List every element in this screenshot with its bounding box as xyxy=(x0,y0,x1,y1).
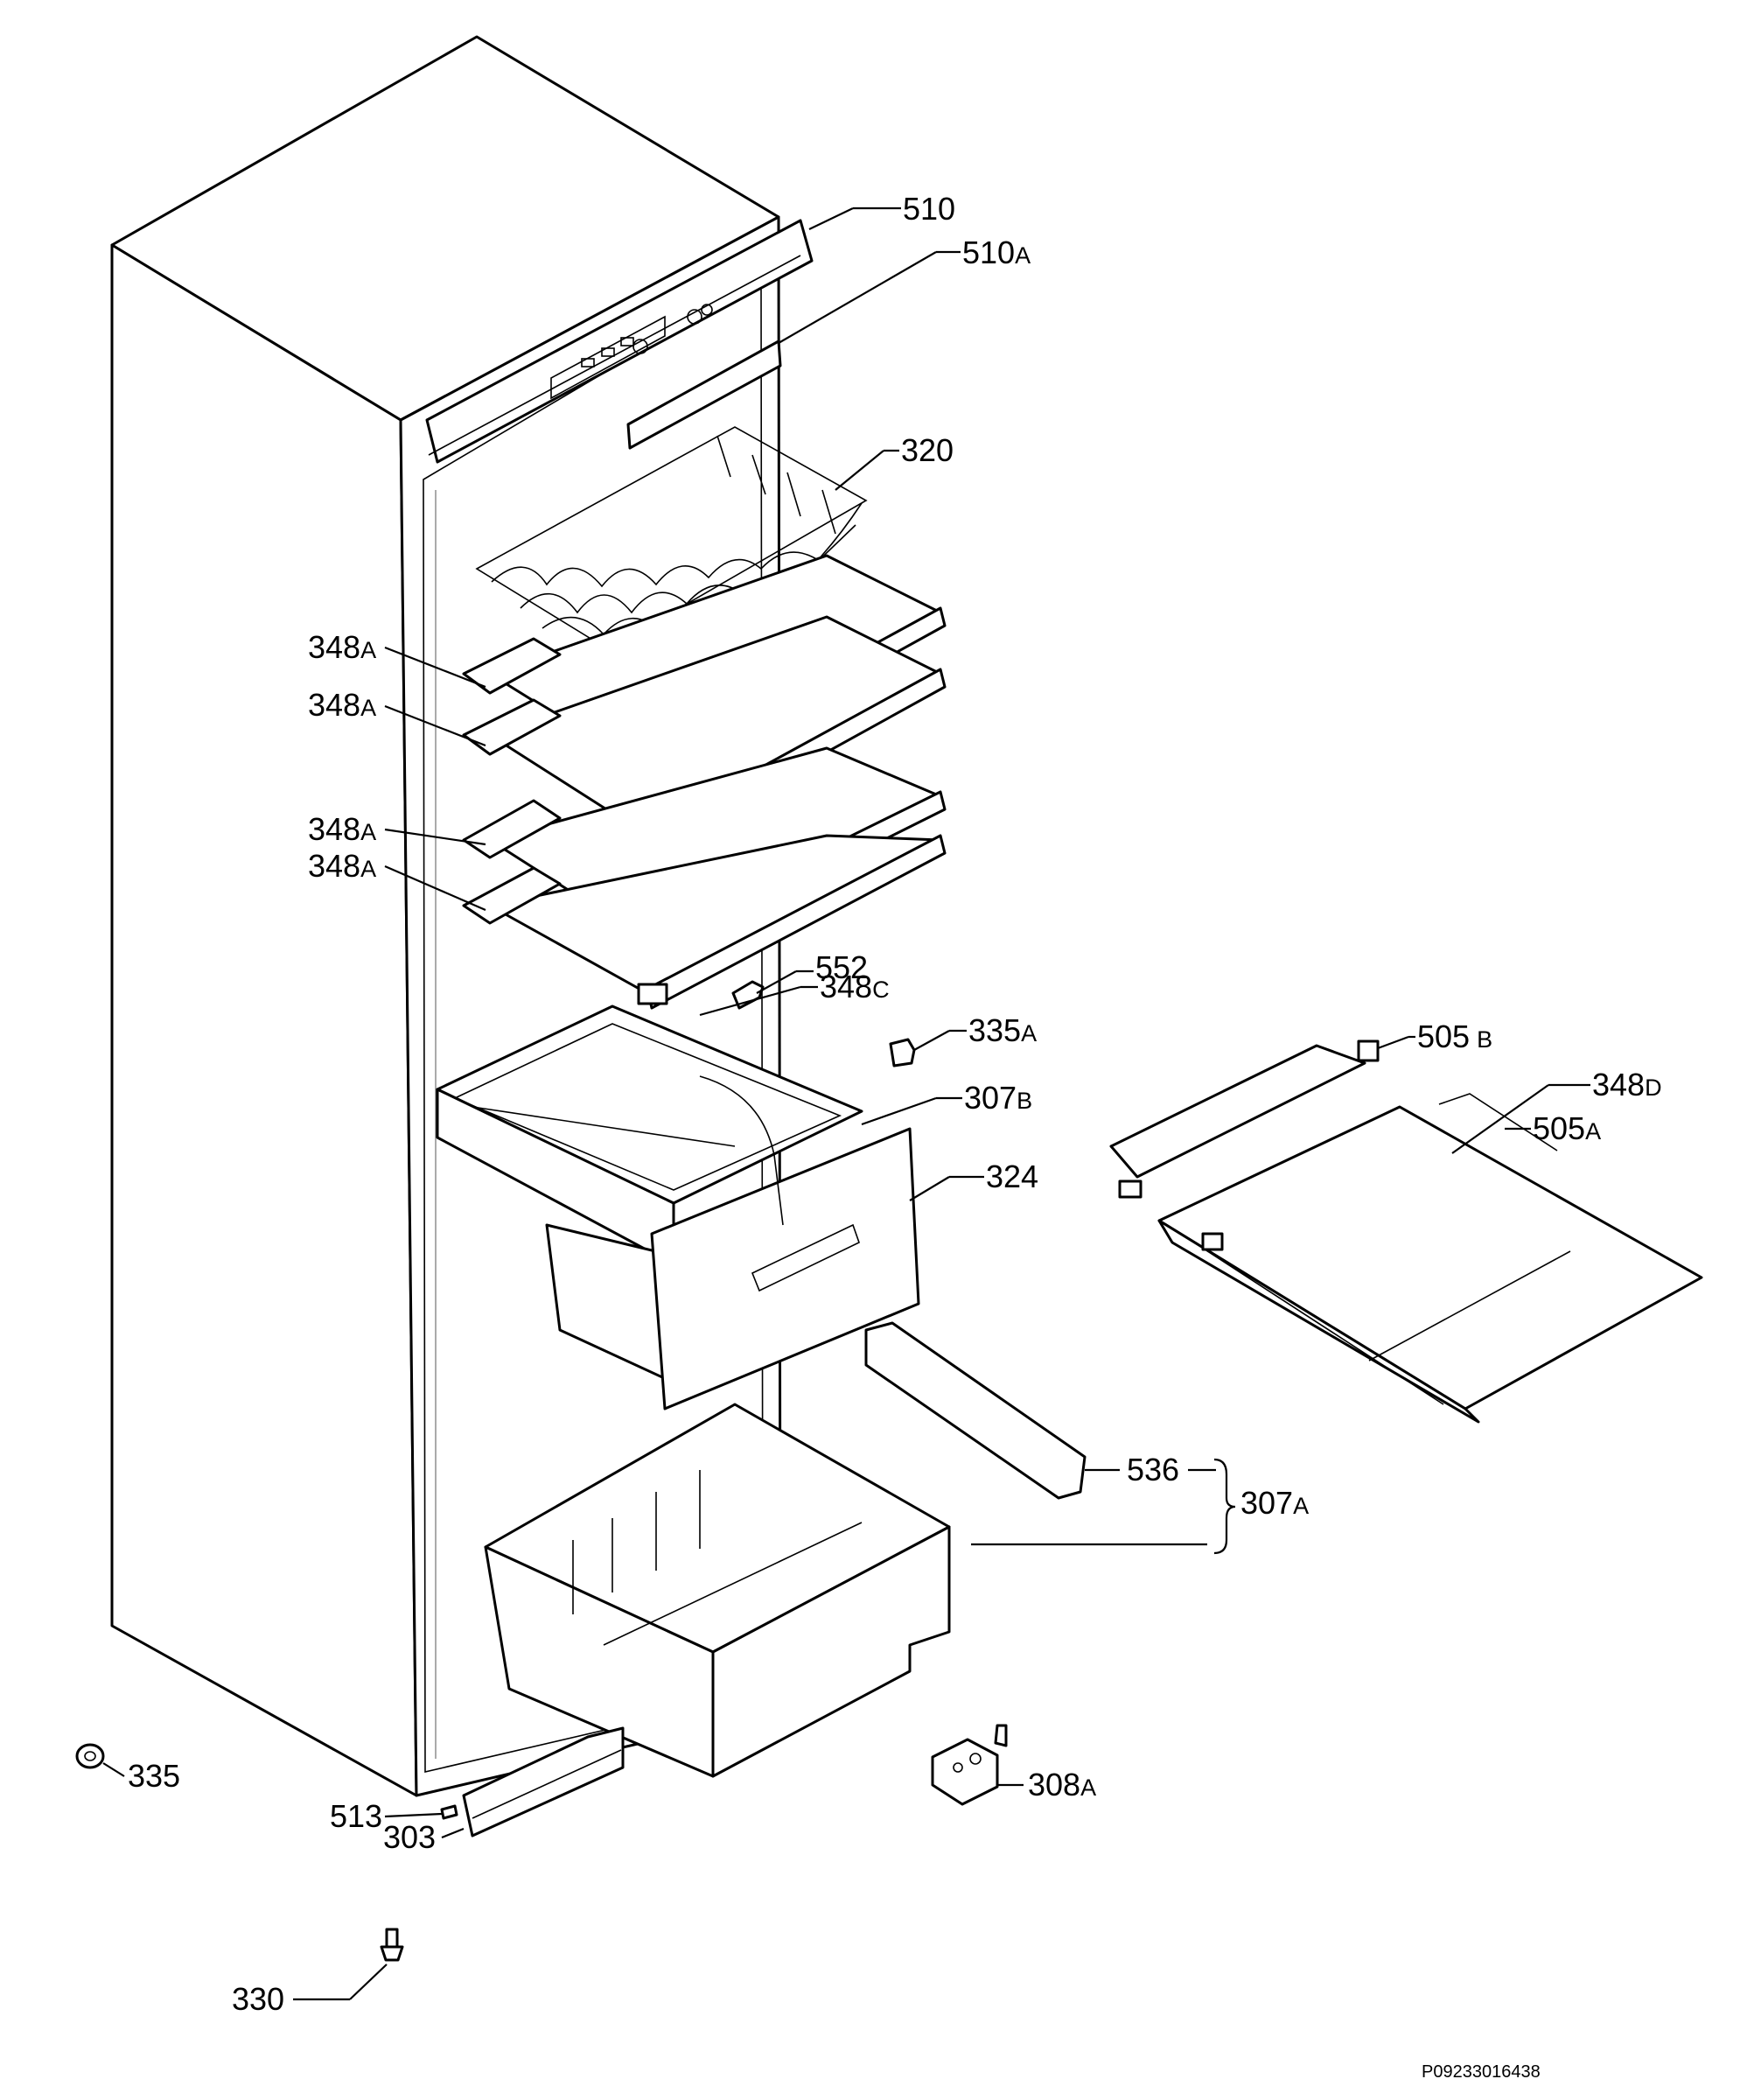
callout-348a-shelf-1: 348A xyxy=(308,629,376,665)
drawer-with-front xyxy=(436,1004,920,1410)
callout-320: 320 xyxy=(901,432,954,468)
callout-505a: 505A xyxy=(1533,1110,1601,1146)
callout-307b: 307B xyxy=(964,1080,1032,1116)
glass-shelf-4 xyxy=(462,834,947,1010)
part-552 xyxy=(731,980,765,1010)
adjustable-foot-335 xyxy=(75,1743,105,1769)
callout-510: 510 xyxy=(903,191,955,227)
callout-330: 330 xyxy=(232,1981,284,2017)
leader-lines xyxy=(102,206,1590,2001)
control-panel xyxy=(425,219,814,464)
callout-335: 335 xyxy=(128,1758,180,1794)
kick-plate xyxy=(440,1726,625,1838)
callout-348a-shelf-2: 348A xyxy=(308,687,376,723)
callout-348a-shelf-3: 348A xyxy=(308,811,376,847)
callout-513: 513 xyxy=(330,1798,382,1834)
callout-335a: 335A xyxy=(968,1012,1037,1048)
callout-307a: 307A xyxy=(1240,1485,1309,1521)
callout-536: 536 xyxy=(1127,1452,1179,1488)
callout-303: 303 xyxy=(383,1819,436,1855)
callout-552: 552 xyxy=(815,949,868,985)
crisper-bin xyxy=(484,1403,951,1778)
part-335a xyxy=(889,1038,916,1068)
shelf-348d-assembly xyxy=(1109,1040,1703,1424)
callout-348c: 348C xyxy=(820,969,890,1004)
callout-348a-shelf-4: 348A xyxy=(308,848,376,884)
divider-536 xyxy=(864,1321,1087,1500)
screw-330 xyxy=(380,1928,404,1962)
callout-308a: 308A xyxy=(1028,1767,1096,1802)
callout-348d: 348D xyxy=(1592,1067,1662,1102)
callout-324: 324 xyxy=(986,1158,1038,1194)
hinge-308a xyxy=(931,1724,1008,1806)
document-code: P09233016438 xyxy=(1422,2062,1541,2082)
callout-510a: 510A xyxy=(962,234,1031,270)
